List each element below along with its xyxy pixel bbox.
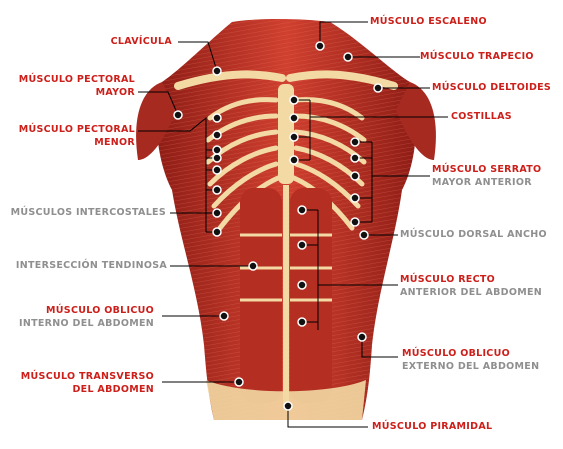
right-deltoid [396,82,436,160]
label-deltoides: MÚSCULO DELTOIDES [432,82,552,93]
dot-oblicuo-externo [357,332,367,342]
label-serrato-line1: MÚSCULO SERRATO [432,164,542,175]
left-deltoid [136,82,176,160]
dot-clavicula [212,66,222,76]
dot-intercostal-6 [212,227,222,237]
label-pectoral-menor-line1: MÚSCULO PECTORAL [18,124,135,135]
callout-dots [173,41,383,411]
label-intercostales: MÚSCULOS INTERCOSTALES [10,207,166,218]
left-clavicle [174,70,286,90]
label-serrato-line2: MAYOR ANTERIOR [432,177,532,188]
dot-costilla-4 [289,155,299,165]
dot-pectoral-menor-1 [212,113,222,123]
label-pectoral-menor-line2: MENOR [94,137,135,148]
dot-trapecio [343,52,353,62]
dot-recto-1 [297,205,307,215]
dot-intercostal-3 [212,165,222,175]
label-oblicuo-interno-line1: MÚSCULO OBLICUO [46,305,154,316]
right-clavicle [286,70,398,90]
dot-deltoides [373,83,383,93]
dot-costilla-3 [289,132,299,142]
dot-serrato-2 [350,153,360,163]
label-transverso-line1: MÚSCULO TRANSVERSO [20,371,154,382]
label-piramidal: MÚSCULO PIRAMIDAL [372,421,493,432]
dot-serrato-1 [350,137,360,147]
dot-intercostal-4 [212,185,222,195]
dot-serrato-3 [350,171,360,181]
dot-oblicuo-interno [219,311,229,321]
label-oblicuo-externo-line1: MÚSCULO OBLICUO [402,348,510,359]
dot-piramidal [283,401,293,411]
dot-pectoral-menor-2 [212,153,222,163]
dot-recto-3 [297,280,307,290]
pelvis [206,380,366,420]
label-costillas: COSTILLAS [451,111,512,122]
label-oblicuo-externo-line2: EXTERNO DEL ABDOMEN [402,361,540,372]
dot-serrato-5 [350,217,360,227]
dot-recto-2 [297,240,307,250]
label-recto-line2: ANTERIOR DEL ABDOMEN [400,287,543,298]
dot-transverso [234,377,244,387]
dot-serrato-4 [350,193,360,203]
label-interseccion: INTERSECCIÓN TENDINOSA [15,260,167,271]
label-recto-line1: MÚSCULO RECTO [400,274,496,285]
dot-intercostal-1 [212,130,222,140]
label-trapecio: MÚSCULO TRAPECIO [420,51,534,62]
label-clavicula: CLAVÍCULA [110,36,172,47]
dot-pectoral-mayor [173,110,183,120]
dot-recto-4 [297,317,307,327]
label-oblicuo-interno-line2: INTERNO DEL ABDOMEN [19,318,154,329]
label-pectoral-mayor-line1: MÚSCULO PECTORAL [18,74,135,85]
label-dorsal-ancho: MÚSCULO DORSAL ANCHO [400,229,547,240]
dot-escaleno [315,41,325,51]
dot-costilla-2 [289,113,299,123]
dot-interseccion [248,261,258,271]
label-pectoral-mayor-line2: MAYOR [95,87,135,98]
label-escaleno: MÚSCULO ESCALENO [370,16,487,27]
dot-dorsal-ancho [359,230,369,240]
dot-intercostal-5 [212,208,222,218]
dot-intercostal-2 [212,145,222,155]
dot-costilla-1 [289,95,299,105]
label-transverso-line2: DEL ABDOMEN [72,384,154,395]
